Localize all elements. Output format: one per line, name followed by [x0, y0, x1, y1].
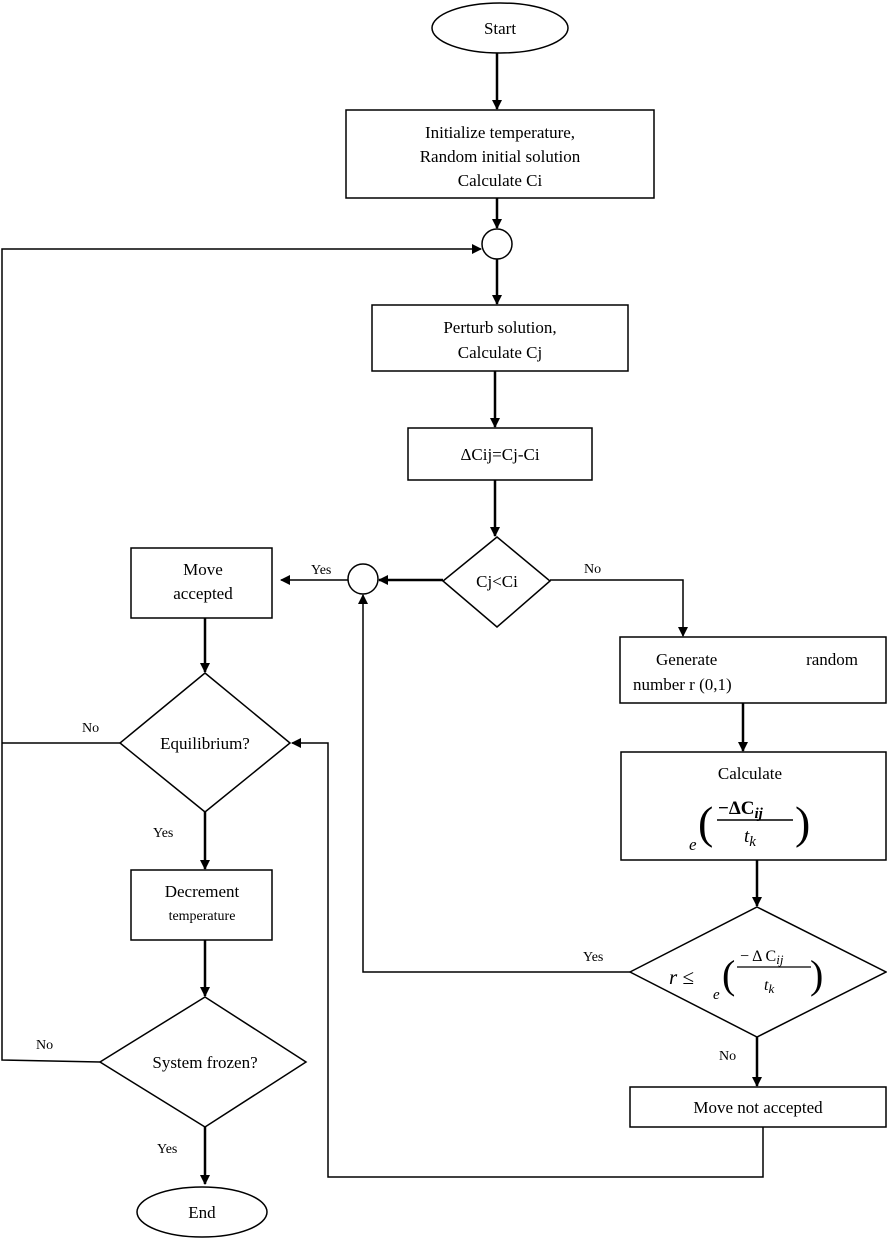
frozen-label: System frozen? [152, 1053, 257, 1072]
decrement-box: Decrement temperature [130, 869, 273, 941]
start-label: Start [484, 19, 516, 38]
calculate-label: Calculate [718, 764, 782, 783]
decrement-line: temperature [169, 909, 236, 924]
initialize-box: Initialize temperature, Random initial s… [345, 109, 655, 199]
equilibrium-label: Equilibrium? [160, 734, 250, 753]
formula-base: e [689, 835, 697, 854]
test-no-label: No [719, 1049, 736, 1064]
accept-arrow [358, 594, 630, 973]
paren-right: ) [810, 952, 823, 997]
loop-back-arrow [1, 244, 482, 1063]
calculate-box: Calculate e ( ) −ΔCij tk [620, 751, 887, 861]
start-node: Start [431, 2, 569, 54]
paren-right: ) [795, 797, 810, 848]
end-label: End [188, 1203, 216, 1222]
junction-connector [481, 228, 513, 260]
generate-line: number r (0,1) [633, 675, 732, 694]
equilibrium-decision: Equilibrium? [118, 672, 292, 813]
perturb-line: Calculate Cj [458, 343, 543, 362]
init-line: Calculate Ci [458, 171, 543, 190]
compare-yes-label: Yes [311, 563, 331, 578]
test-lhs: r ≤ [669, 965, 694, 989]
formula-base: e [713, 987, 720, 1003]
init-line: Random initial solution [420, 147, 581, 166]
perturb-box: Perturb solution, Calculate Cj [371, 304, 629, 372]
generate-random-box: Generate random number r (0,1) [619, 636, 887, 704]
junction-connector [347, 563, 379, 595]
equilibrium-yes-label: Yes [153, 826, 173, 841]
decrement-line: Decrement [165, 882, 240, 901]
generate-line: Generate [656, 650, 717, 669]
move-not-accepted-box: Move not accepted [629, 1086, 887, 1128]
generate-line: random [806, 650, 858, 669]
paren-left: ( [722, 952, 735, 997]
end-node: End [136, 1186, 268, 1238]
move-accepted-box: Move accepted [130, 547, 273, 619]
arrow [550, 579, 688, 637]
compare-label: Cj<Ci [476, 572, 518, 591]
formula-numerator: − Δ Cij [740, 948, 784, 967]
init-line: Initialize temperature, [425, 123, 575, 142]
formula-denominator: tk [764, 977, 774, 996]
equilibrium-no-label: No [82, 721, 99, 736]
system-frozen-decision: System frozen? [98, 996, 308, 1128]
paren-left: ( [698, 797, 713, 848]
formula-numerator: −ΔCij [718, 798, 764, 822]
frozen-no-label: No [36, 1038, 53, 1053]
frozen-yes-label: Yes [157, 1142, 177, 1157]
exponential-formula: e ( ) −ΔCij tk [689, 797, 810, 854]
formula-denominator: tk [744, 826, 756, 850]
not-accepted-label: Move not accepted [693, 1098, 823, 1117]
reject-return-arrow [291, 738, 764, 1178]
compare-decision: Cj<Ci [441, 536, 552, 628]
test-yes-label: Yes [583, 950, 603, 965]
perturb-line: Perturb solution, [443, 318, 556, 337]
accepted-line: Move [183, 560, 223, 579]
compare-no-label: No [584, 562, 601, 577]
delta-label: ΔCij=Cj-Ci [460, 445, 539, 464]
delta-box: ΔCij=Cj-Ci [407, 427, 593, 481]
acceptance-test-decision: r ≤ e ( ) − Δ Cij tk [628, 906, 887, 1038]
accepted-line: accepted [173, 584, 233, 603]
